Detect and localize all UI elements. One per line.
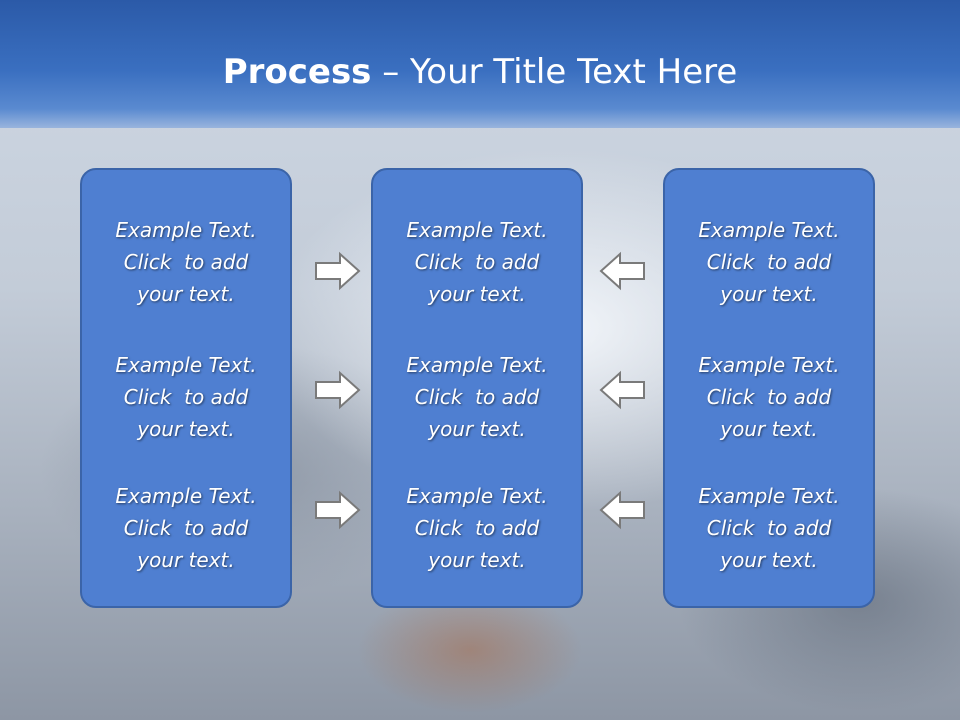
left-arrow-icon (599, 370, 645, 410)
text-block[interactable]: Example Text. Click to add your text. (82, 349, 290, 445)
text-block[interactable]: Example Text. Click to add your text. (665, 349, 873, 445)
text-line: Click to add (414, 385, 540, 409)
left-arrow-icon (599, 251, 645, 291)
text-line: Example Text. (406, 218, 548, 242)
title-bold: Process (222, 52, 372, 92)
text-line: Example Text. (698, 484, 840, 508)
text-line: Example Text. (406, 484, 548, 508)
text-line: Click to add (706, 250, 832, 274)
text-line: your text. (428, 548, 526, 572)
text-line: Click to add (123, 516, 249, 540)
text-line: Example Text. (115, 484, 257, 508)
process-box-center[interactable]: Example Text. Click to add your text. Ex… (371, 168, 583, 608)
text-line: Click to add (414, 516, 540, 540)
text-line: Click to add (706, 516, 832, 540)
text-block[interactable]: Example Text. Click to add your text. (373, 480, 581, 576)
process-box-right[interactable]: Example Text. Click to add your text. Ex… (663, 168, 875, 608)
text-line: your text. (720, 417, 818, 441)
process-box-left[interactable]: Example Text. Click to add your text. Ex… (80, 168, 292, 608)
text-line: your text. (137, 282, 235, 306)
text-line: your text. (428, 282, 526, 306)
text-line: Example Text. (698, 218, 840, 242)
text-line: Click to add (123, 250, 249, 274)
left-arrow-icon (599, 490, 645, 530)
title-bar (0, 0, 960, 128)
right-arrow-icon (315, 251, 361, 291)
text-block[interactable]: Example Text. Click to add your text. (665, 480, 873, 576)
text-line: Click to add (706, 385, 832, 409)
text-line: your text. (137, 417, 235, 441)
text-line: your text. (720, 548, 818, 572)
text-line: Click to add (414, 250, 540, 274)
right-arrow-icon (315, 490, 361, 530)
text-line: your text. (720, 282, 818, 306)
text-line: Example Text. (406, 353, 548, 377)
title-rest: – Your Title Text Here (371, 52, 738, 92)
text-line: Click to add (123, 385, 249, 409)
text-block[interactable]: Example Text. Click to add your text. (82, 214, 290, 310)
text-line: your text. (428, 417, 526, 441)
text-line: Example Text. (698, 353, 840, 377)
text-block[interactable]: Example Text. Click to add your text. (373, 214, 581, 310)
text-block[interactable]: Example Text. Click to add your text. (373, 349, 581, 445)
text-line: Example Text. (115, 353, 257, 377)
right-arrow-icon (315, 370, 361, 410)
text-block[interactable]: Example Text. Click to add your text. (665, 214, 873, 310)
slide-title[interactable]: Process – Your Title Text Here (0, 52, 960, 92)
text-line: your text. (137, 548, 235, 572)
text-block[interactable]: Example Text. Click to add your text. (82, 480, 290, 576)
text-line: Example Text. (115, 218, 257, 242)
